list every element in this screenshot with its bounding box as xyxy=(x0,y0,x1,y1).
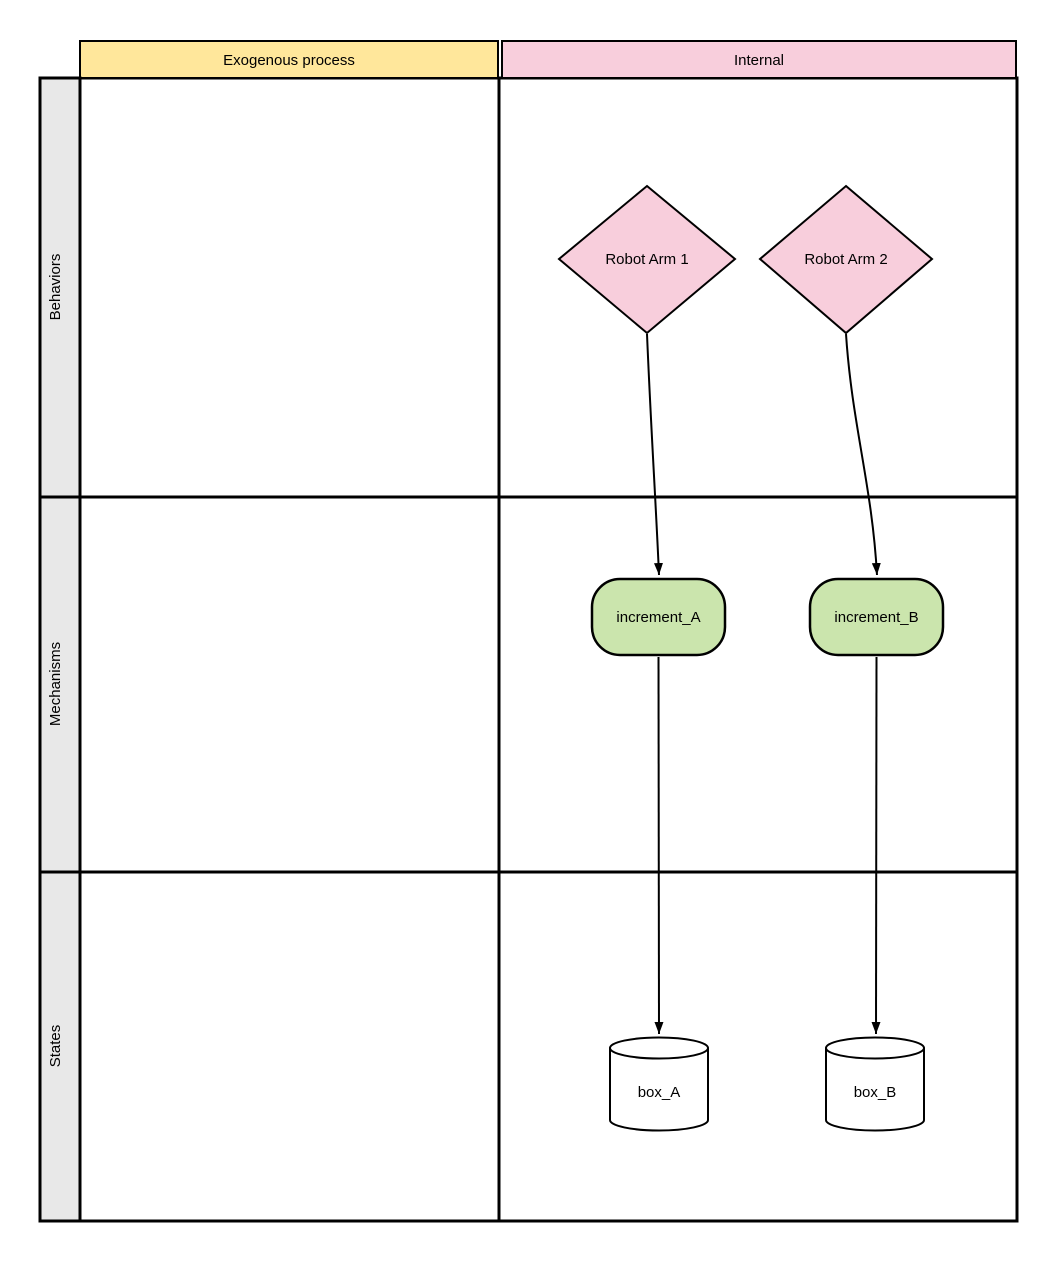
increment-a-shape xyxy=(590,577,727,657)
increment-a-label: increment_A xyxy=(616,609,700,626)
cell-behaviors-internal xyxy=(497,76,1019,499)
edge-robot-arm-1-to-increment-a xyxy=(646,333,663,576)
node-robot-arm-1: Robot Arm 1 xyxy=(557,184,737,335)
box-b-label: box_B xyxy=(854,1084,897,1101)
robot-arm-2-diamond xyxy=(758,184,934,335)
edge-increment-a-to-box-a xyxy=(654,656,664,1035)
node-box-b: box_B xyxy=(825,1036,925,1132)
box-b-cylinder-body xyxy=(825,1036,925,1132)
node-box-a: box_A xyxy=(609,1036,709,1132)
box-a-label: box_A xyxy=(638,1084,681,1101)
robot-arm-2-label: Robot Arm 2 xyxy=(804,251,887,268)
box-a-cylinder-body xyxy=(609,1036,709,1132)
robot-arm-1-label: Robot Arm 1 xyxy=(605,251,688,268)
node-robot-arm-2: Robot Arm 2 xyxy=(758,184,934,335)
cell-mechanisms-exogenous xyxy=(78,495,501,874)
robot-arm-1-diamond xyxy=(557,184,737,335)
cell-behaviors-exogenous xyxy=(78,76,501,499)
node-increment-a: increment_A xyxy=(590,577,727,657)
box-a-cylinder-lid xyxy=(609,1047,709,1060)
edges xyxy=(646,333,881,1035)
row-header-mechanisms-bg xyxy=(38,495,82,874)
column-headers xyxy=(79,40,1017,79)
node-increment-b: increment_B xyxy=(808,577,945,657)
row-header-mechanisms-label: Mechanisms xyxy=(47,642,64,726)
column-header-exogenous-label: Exogenous process xyxy=(223,52,355,69)
row-header-states-bg xyxy=(38,870,82,1223)
column-header-exogenous-bg xyxy=(79,40,499,79)
row-header-states-label: States xyxy=(47,1025,64,1068)
row-header-behaviors-label: Behaviors xyxy=(47,254,64,321)
edge-increment-b-to-box-b xyxy=(871,656,881,1035)
column-header-internal-bg xyxy=(501,40,1017,79)
cell-mechanisms-internal xyxy=(497,495,1019,874)
column-header-internal-label: Internal xyxy=(734,52,784,69)
edge-robot-arm-2-to-increment-b xyxy=(845,333,881,576)
increment-b-label: increment_B xyxy=(834,609,918,626)
row-headers xyxy=(38,76,82,1223)
cell-states-internal xyxy=(497,870,1019,1223)
matrix-grid xyxy=(78,76,1019,1223)
cell-states-exogenous xyxy=(78,870,501,1223)
increment-b-shape xyxy=(808,577,945,657)
box-b-cylinder-lid xyxy=(825,1047,925,1060)
